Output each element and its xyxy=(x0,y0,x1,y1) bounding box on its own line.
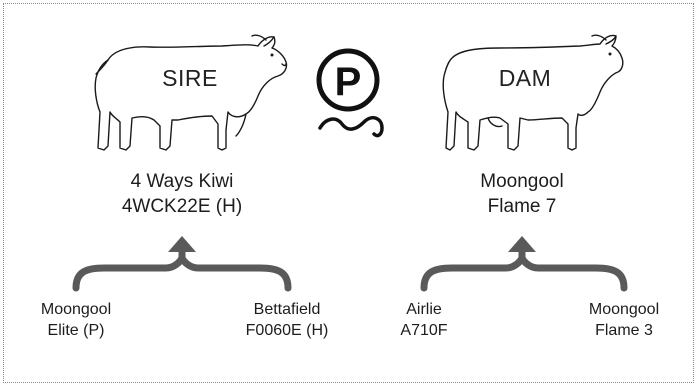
sire-arrowhead xyxy=(168,236,196,252)
sire-grandsire-line2: Elite (P) xyxy=(47,321,105,339)
dam-granddam: Moongool Flame 3 xyxy=(572,300,676,342)
sire-bracket xyxy=(72,242,292,292)
dam-tag: DAM xyxy=(498,65,552,91)
sire-granddam-line1: Bettafield xyxy=(253,301,321,318)
sire-granddam-line2: F0060E (H) xyxy=(245,321,329,339)
dam-name-line2: Flame 7 xyxy=(487,195,557,217)
cow-icon xyxy=(442,34,624,151)
dam-bracket xyxy=(420,242,628,292)
dam-grandsire-line2: A710F xyxy=(400,321,448,339)
dam-name-line1: Moongool xyxy=(480,171,564,192)
sire-name-line2: 4WCK22E (H) xyxy=(121,195,243,217)
sire-tag: SIRE xyxy=(162,65,218,91)
pedigree-frame xyxy=(3,3,694,383)
dam-granddam-line1: Moongool xyxy=(588,301,660,318)
sire-granddam: Bettafield F0060E (H) xyxy=(228,300,346,342)
dam-arrowhead xyxy=(508,236,536,252)
dam-name: Moongool Flame 7 xyxy=(432,170,612,219)
dam-grandsire: Airlie A710F xyxy=(378,300,470,342)
sire-name: 4 Ways Kiwi 4WCK22E (H) xyxy=(92,170,272,219)
poll-icon xyxy=(316,48,384,138)
poll-letter: P xyxy=(334,60,362,104)
bull-icon xyxy=(94,34,288,151)
sire-grandsire: Moongool Elite (P) xyxy=(26,300,126,342)
dam-grandsire-line1: Airlie xyxy=(406,301,442,318)
sire-name-line1: 4 Ways Kiwi xyxy=(130,171,234,192)
sire-grandsire-line1: Moongool xyxy=(40,301,112,318)
dam-granddam-line2: Flame 3 xyxy=(595,321,653,339)
